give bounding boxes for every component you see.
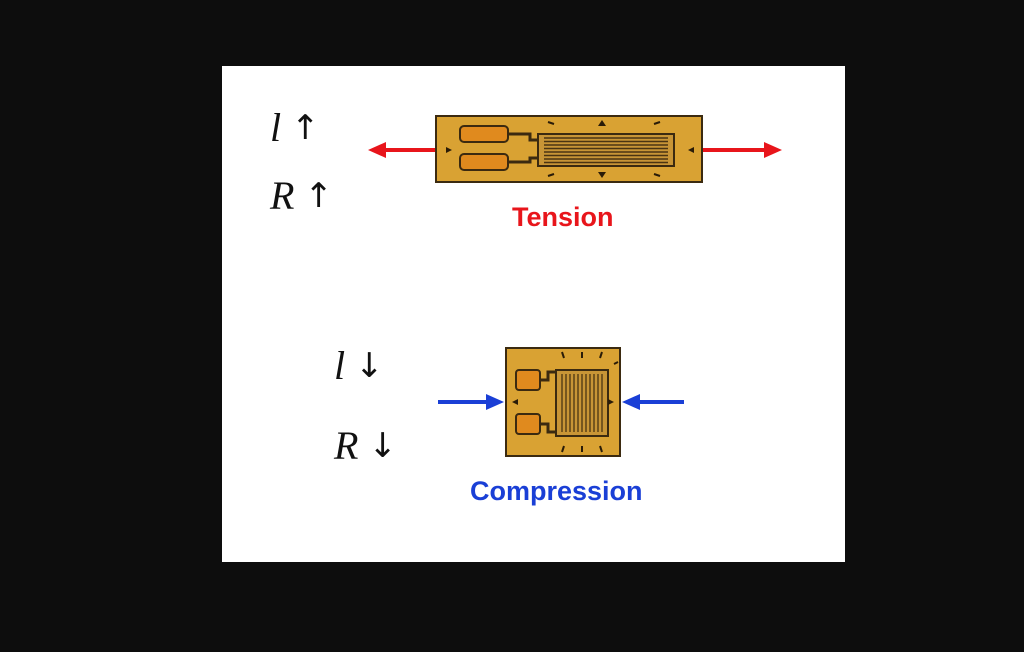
tension-label: Tension <box>512 202 614 232</box>
compression-length-symbol: l <box>334 343 346 388</box>
tension-resistance-symbol: R <box>270 173 295 218</box>
compression-length-variable: l↓ <box>334 346 384 386</box>
diagram-slide: l↑ R↑ <box>222 66 845 562</box>
tension-resistance-variable: R↑ <box>270 176 333 216</box>
compression-label: Compression <box>470 476 643 506</box>
compression-strain-gauge-icon <box>505 347 621 457</box>
compression-length-down-arrow-icon: ↓ <box>355 346 384 386</box>
compression-resistance-variable: R↓ <box>334 426 397 466</box>
tension-diagram <box>368 115 782 183</box>
tension-length-symbol: l <box>270 105 282 150</box>
tension-length-up-arrow-icon: ↑ <box>291 108 320 148</box>
compression-resistance-symbol: R <box>334 423 359 468</box>
compression-resistance-down-arrow-icon: ↓ <box>368 426 397 466</box>
tension-resistance-up-arrow-icon: ↑ <box>304 176 333 216</box>
compression-right-force-arrow-icon <box>622 394 684 410</box>
tension-left-force-arrow-icon <box>368 142 440 158</box>
compression-diagram <box>438 347 684 457</box>
tension-length-variable: l↑ <box>270 108 320 148</box>
tension-strain-gauge-icon <box>435 115 703 183</box>
tension-right-force-arrow-icon <box>702 142 782 158</box>
compression-left-force-arrow-icon <box>438 394 504 410</box>
